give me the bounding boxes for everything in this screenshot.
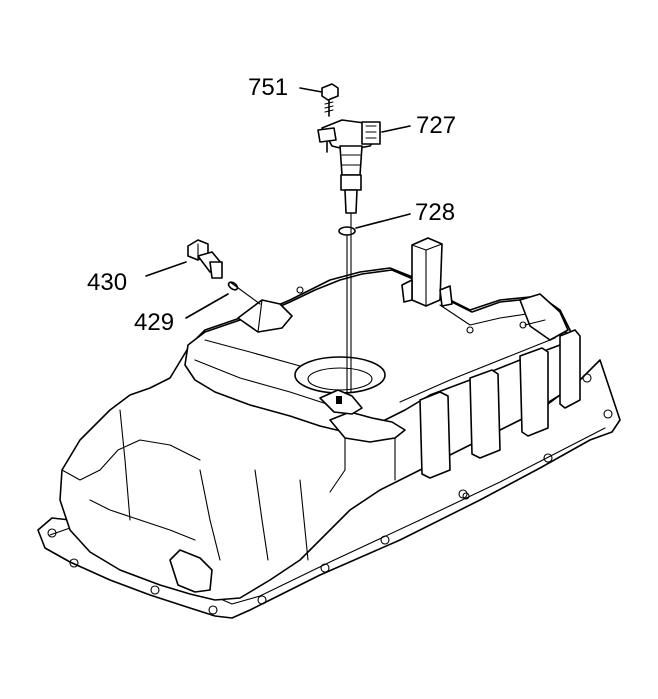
sensor-boss (237, 299, 293, 333)
callout-430: 430 (87, 269, 127, 296)
bolt-751 (321, 83, 339, 117)
callout-728: 728 (415, 199, 455, 226)
seal-429 (227, 281, 239, 291)
callout-727: 727 (416, 112, 456, 139)
callout-751: 751 (248, 74, 288, 101)
oil-pan (37, 237, 621, 619)
side-ribs (419, 329, 581, 479)
leader-lines (145, 87, 411, 319)
rear-tower (401, 237, 453, 307)
sensor-430 (187, 239, 223, 279)
callout-429: 429 (134, 309, 174, 336)
assembly-lines (229, 212, 352, 393)
oring-728 (338, 226, 356, 236)
sensor-727 (317, 119, 381, 214)
sump-opening (294, 356, 386, 415)
flange-bolt-holes (47, 373, 613, 615)
